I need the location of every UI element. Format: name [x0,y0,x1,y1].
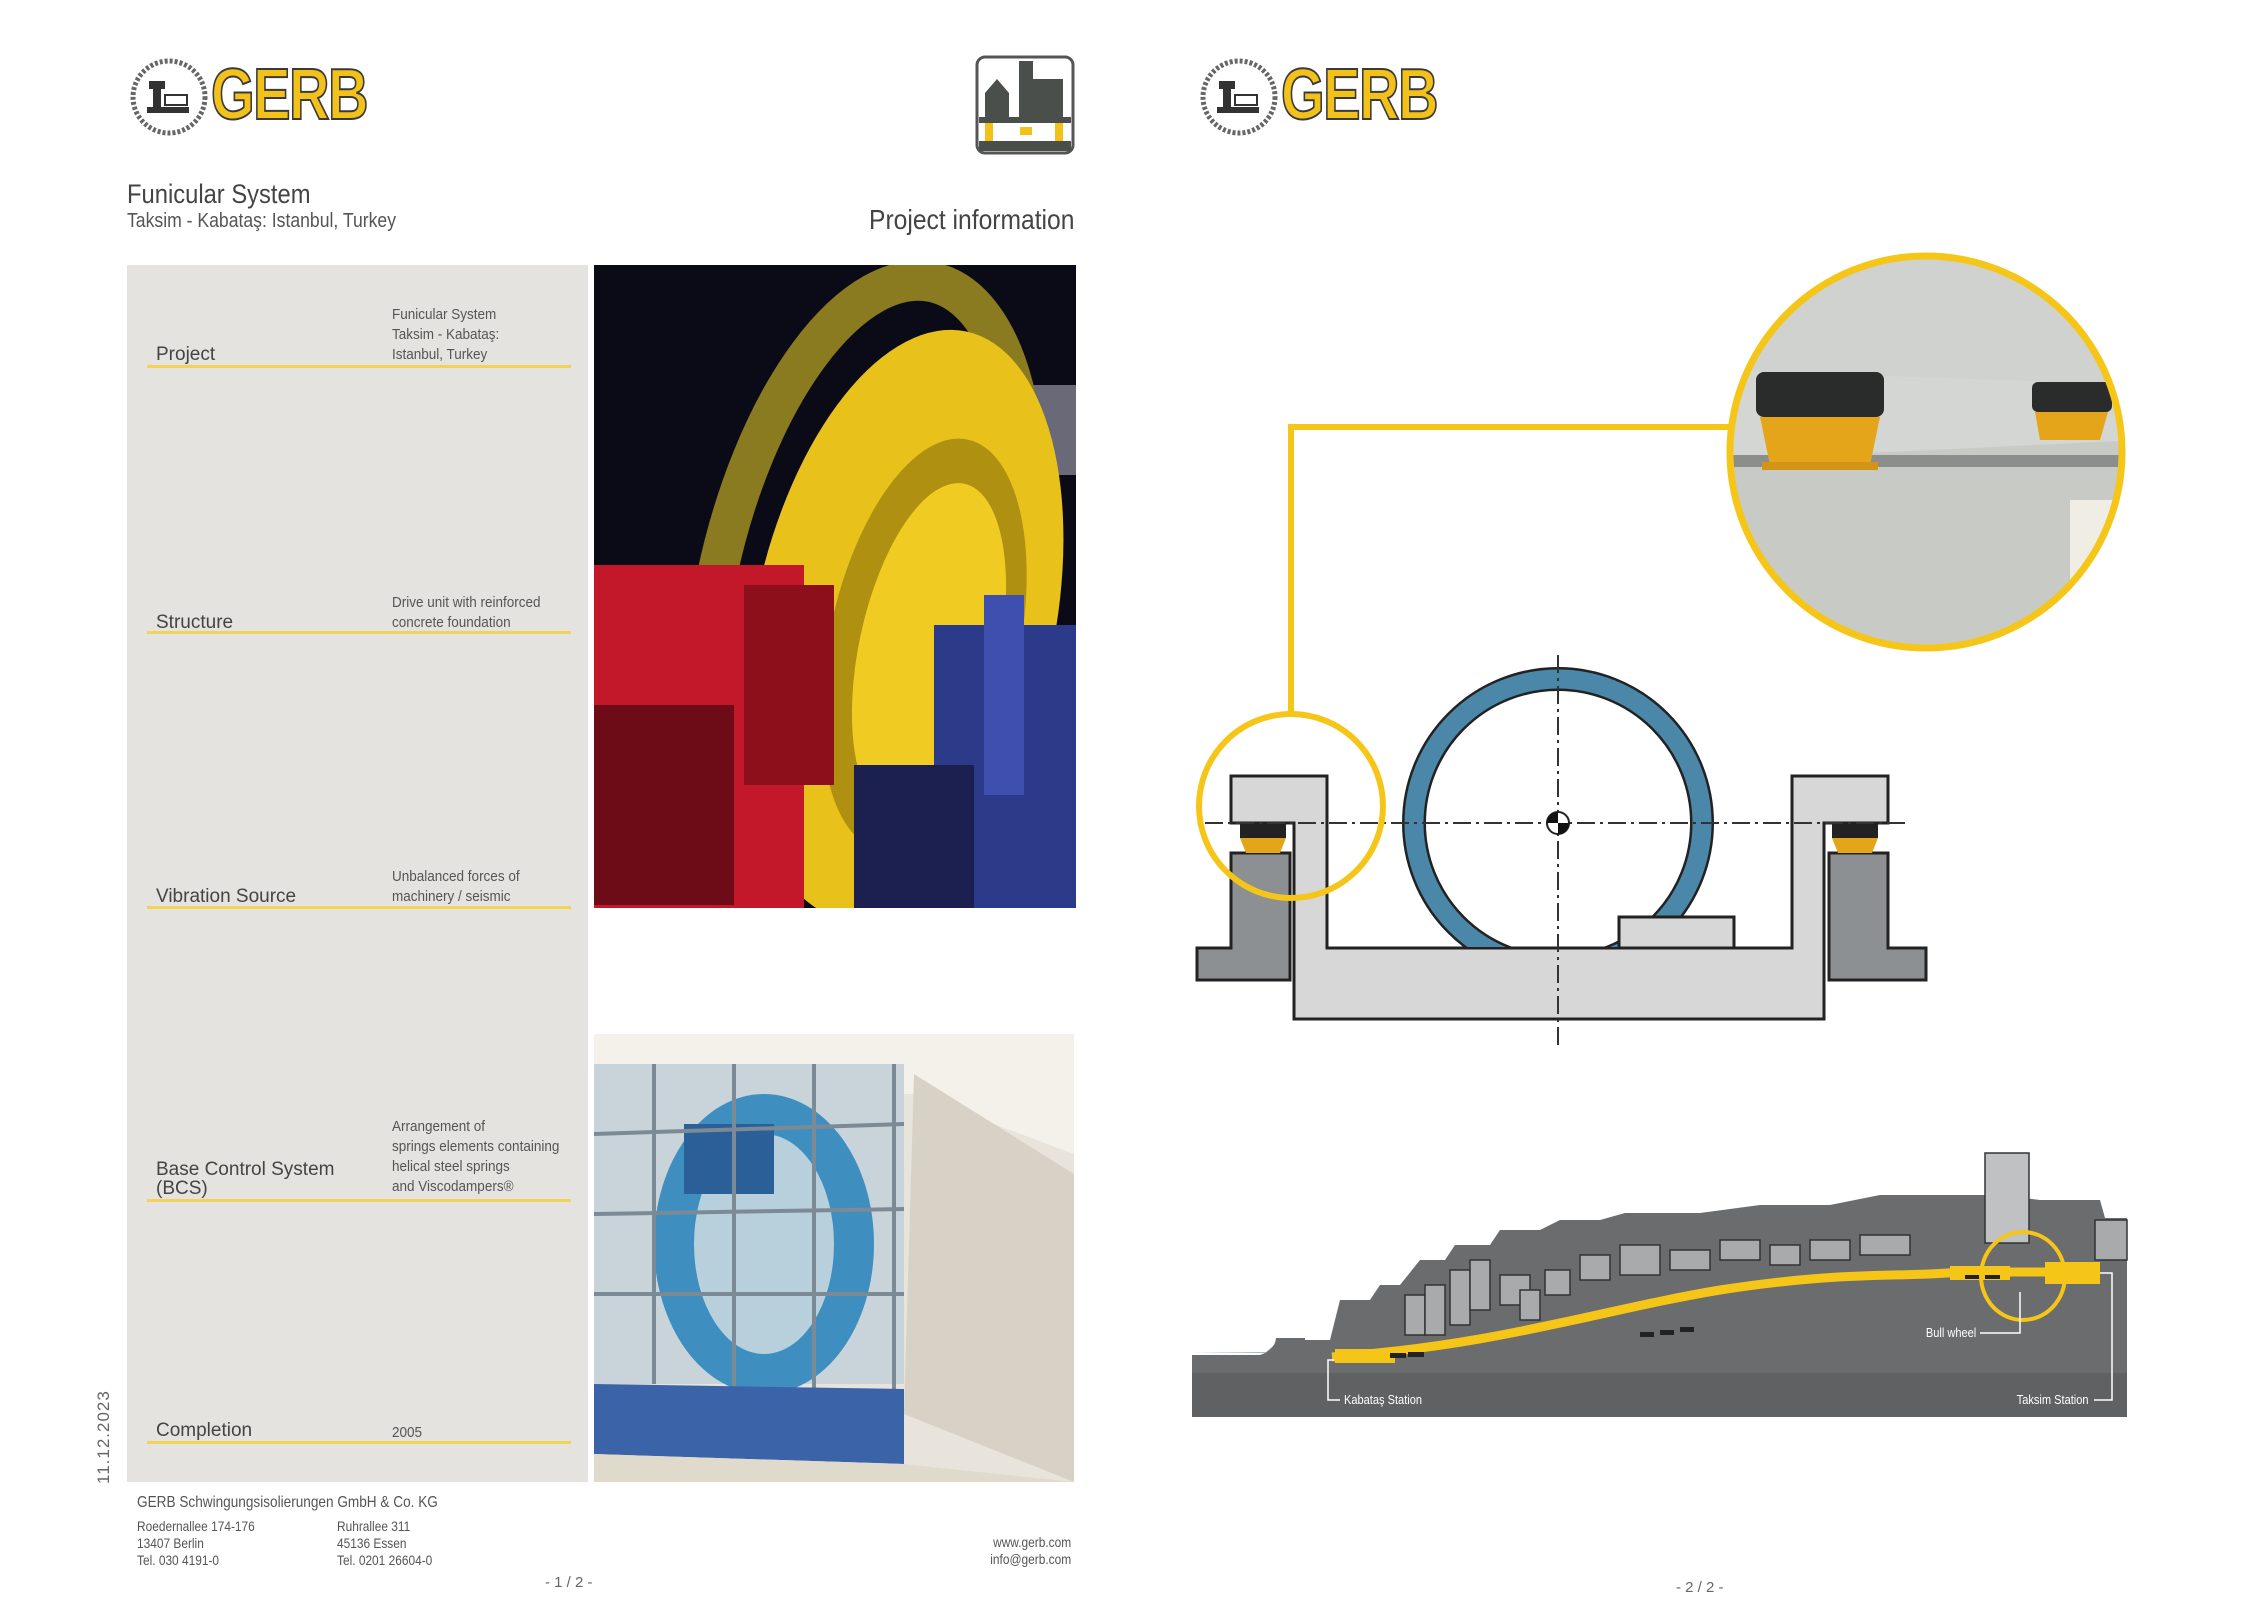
footer-line: 13407 Berlin [137,1535,204,1551]
building-isolation-icon [975,55,1075,155]
page-number: - 1 / 2 - [545,1574,593,1591]
callout-line [1288,424,1730,712]
footer-address-berlin: Roedernallee 174-176 13407 Berlin Tel. 0… [137,1518,255,1569]
email-link[interactable]: info@gerb.com [990,1551,1071,1567]
gerb-logo: GERB [127,55,369,139]
bull-wheel-highlight [1979,1230,2067,1322]
row-value-vibration-source: Unbalanced forces of machinery / seismic [392,868,520,905]
row-divider [147,631,571,634]
footer-line: Tel. 030 4191-0 [137,1552,220,1568]
row-label-structure: Structure [156,612,234,633]
footer-line: Ruhrallee 311 [337,1518,411,1534]
row-divider [147,906,571,909]
footer-line: Roedernallee 174-176 [137,1518,255,1534]
row-value-project: Funicular System Taksim - Kabataş: Istan… [392,306,500,363]
right-support-block [1827,851,1928,982]
gerb-logo: GERB [1197,55,1439,139]
label-bull-wheel: Bull wheel [1925,1325,1976,1340]
row-value-bcs: Arrangement of springs elements containi… [392,1118,560,1195]
left-support-block [1195,851,1292,982]
detail-highlight-circle [1196,711,1386,901]
spring-element-right [1832,824,1878,853]
logo-text: GERB [1280,55,1439,135]
gerb-emblem-icon [130,58,208,136]
project-info-panel [127,265,588,1482]
footer-line: 45136 Essen [337,1535,407,1551]
footer-address-essen: Ruhrallee 311 45136 Essen Tel. 0201 2660… [337,1518,432,1569]
city-buildings [1404,1152,2128,1336]
page-title: Funicular System [127,179,311,209]
gerb-emblem-icon [1200,58,1278,136]
logo-text: GERB [210,55,369,135]
page-number: - 2 / 2 - [1676,1579,1724,1596]
row-value-completion: 2005 [392,1424,423,1441]
drive-unit-photo [594,265,1076,908]
row-divider [147,1441,571,1444]
section-heading: Project information [868,204,1074,235]
row-divider [147,1199,571,1202]
spring-element-left [1240,824,1286,853]
footer-contact: www.gerb.com info@gerb.com [990,1534,1071,1568]
spring-element-detail-photo [1726,252,2126,652]
row-value-structure: Drive unit with reinforced concrete foun… [392,594,541,631]
row-label-project: Project [156,344,216,365]
center-of-gravity-icon [1546,811,1570,835]
row-label-vibration-source: Vibration Source [156,886,297,907]
station-photo [594,1034,1074,1482]
row-divider [147,365,571,368]
page-subtitle: Taksim - Kabataş: Istanbul, Turkey [127,210,397,232]
funicular-profile-diagram [1192,1152,2128,1417]
footer-company: GERB Schwingungsisolierungen GmbH & Co. … [137,1494,438,1511]
row-label-completion: Completion [156,1420,253,1441]
label-kabatas-station: Kabataş Station [1344,1392,1423,1407]
website-link[interactable]: www.gerb.com [992,1534,1071,1550]
row-label-bcs: Base Control System (BCS) [156,1159,335,1199]
concrete-foundation [1229,774,1890,1021]
label-taksim-station: Taksim Station [2017,1392,2089,1407]
footer-line: Tel. 0201 26604-0 [337,1552,433,1568]
